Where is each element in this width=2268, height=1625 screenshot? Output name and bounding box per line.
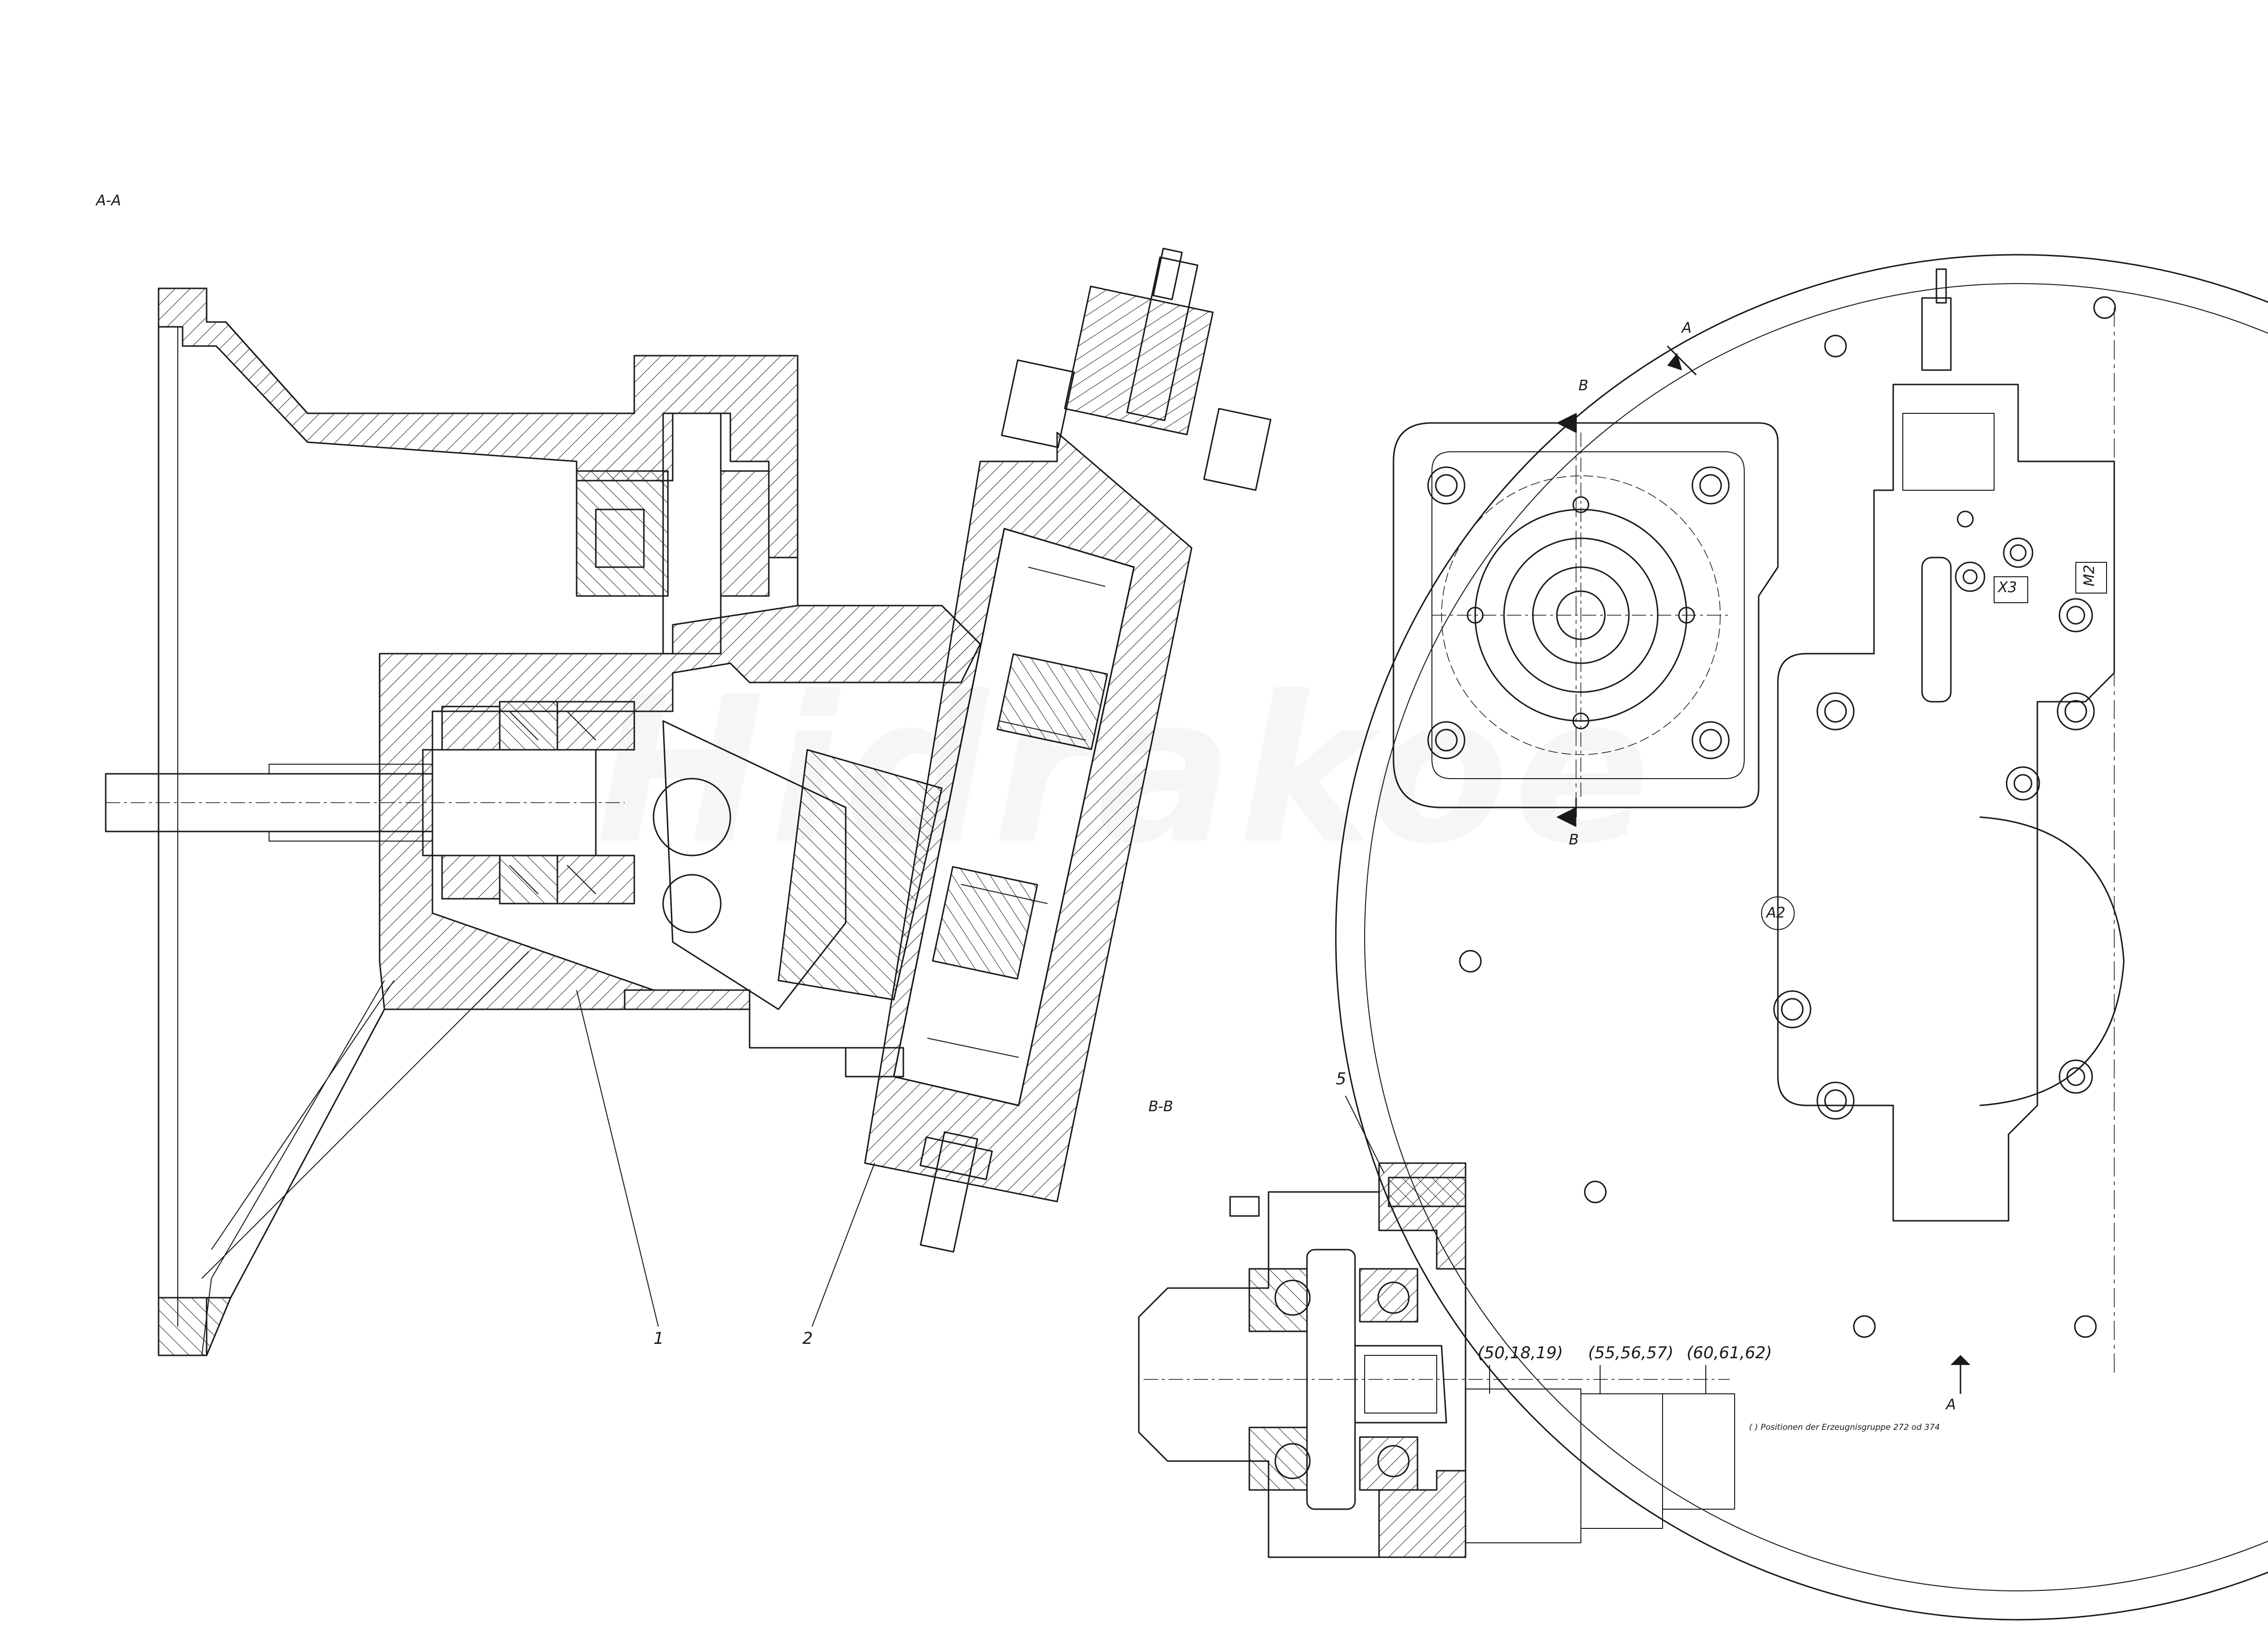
end-view [1335,254,2268,1621]
position-group-2: (55,56,57) [1588,1343,1674,1363]
callout-2: 2 [802,1329,813,1348]
flange-bolt-holes [1459,296,2116,1338]
callout-5: 5 [1336,1069,1346,1089]
cut-mark-b-top: B [1578,377,1589,394]
cut-mark-b-bottom: B [1569,831,1579,848]
port-label-a2: A2 [1766,905,1786,921]
adjustment-screw-top [1001,248,1271,491]
port-label-x3: X3 [1998,579,2017,596]
adjustment-screw-bottom [845,1047,993,1253]
section-aa-view [105,248,1271,1356]
piston-ball-joint [653,778,731,856]
port-a2-circle [1761,896,1795,930]
callout-1: 1 [653,1329,664,1348]
watermark: Hidrakoe [596,654,1655,889]
housing-wall-upper [158,287,799,558]
housing-wall-lower [158,1297,232,1356]
bearing-set [441,701,635,905]
cover-bolts [1427,466,1730,759]
bb-stepped-extensions [1466,1389,1735,1543]
port-x3-box [1994,576,2028,603]
footnote: ( ) Positionen der Erzeugnisgruppe 272 o… [1749,1423,1940,1432]
section-title-aa: A-A [96,192,121,209]
pump-housing-right [1777,384,2115,1222]
position-group-1: (50,18,19) [1478,1343,1563,1363]
port-m2-box [2075,562,2107,594]
cut-mark-a-bottom: A [1946,1396,1956,1413]
port-label-m2: M2 [2081,565,2098,586]
leader-2 [812,1163,875,1327]
section-title-bb: B-B [1148,1098,1173,1115]
cover-plate [1393,422,1779,808]
position-group-3: (60,61,62) [1687,1343,1772,1363]
section-bb-view [1138,1095,1735,1558]
mounting-flange [1335,254,2268,1621]
leader-5 [1345,1095,1384,1173]
control-cylinder [864,432,1193,1203]
leader-1 [576,990,659,1327]
housing-bolts [1773,510,2095,1120]
cut-line-a [1666,345,1961,1394]
cut-mark-a-top: A [1682,320,1692,336]
